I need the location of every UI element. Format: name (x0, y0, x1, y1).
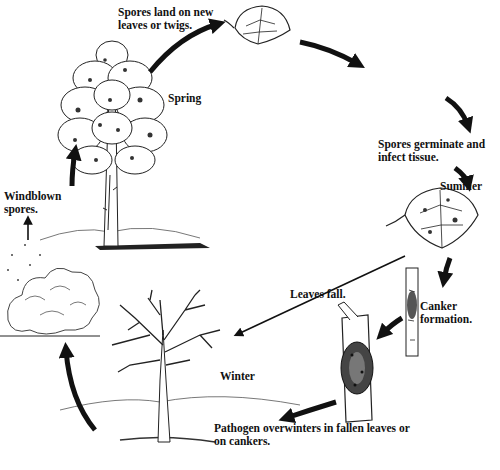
stage-label: Leaves fall. (290, 288, 380, 301)
leaf-fall-arrow (238, 256, 405, 334)
stage-label: Summer (440, 180, 496, 193)
stage-label: Windblown spores. (4, 190, 68, 216)
cycle-arrows (66, 24, 468, 430)
stage-label: Spores germinate and infect tissue. (378, 138, 494, 164)
infected-leaf (386, 188, 478, 248)
stage-label: Spring (168, 92, 218, 105)
canker-twig (406, 268, 418, 356)
new-leaf (224, 6, 290, 44)
stage-label: Winter (220, 370, 276, 383)
canker-branch (338, 302, 373, 422)
stage-label: Canker formation. (420, 300, 484, 326)
spring-tree (40, 41, 210, 250)
stage-label: Pathogen overwinters in fallen leaves or… (214, 422, 420, 448)
spore-cloud (0, 244, 100, 336)
stage-label: Spores land on new leaves or twigs. (118, 6, 230, 32)
spore-arrow (27, 220, 29, 240)
